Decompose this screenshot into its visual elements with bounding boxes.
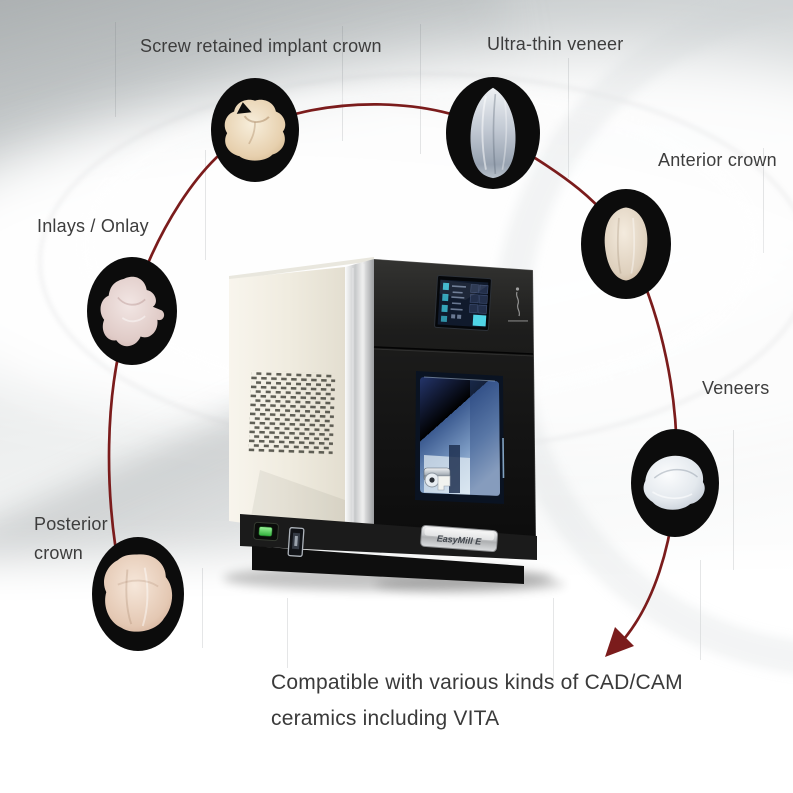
- milling-machine: EasyMill E: [223, 257, 565, 593]
- vent-grid: [248, 370, 336, 456]
- aluminum-edge-strip: [345, 259, 374, 544]
- screen-button: [440, 315, 448, 323]
- ultra-thin-veneer-image: [470, 87, 516, 179]
- backdrop-line: [553, 598, 554, 683]
- nameplate-label: EasyMill E: [436, 533, 482, 546]
- screen-button: [442, 293, 449, 302]
- base-lower: [252, 546, 524, 584]
- brand-logo-mark: [508, 287, 528, 322]
- screen-glare: [439, 279, 489, 301]
- front-right-highlight: [532, 269, 537, 542]
- anterior-crown-image: [604, 207, 648, 281]
- spindle-collet-center: [429, 477, 435, 483]
- machine-top-edge: [229, 257, 374, 280]
- screen-keypad: [469, 284, 489, 314]
- backdrop-line: [287, 598, 288, 668]
- caption-line-2: ceramics including VITA: [271, 707, 500, 730]
- front-top-highlight: [373, 258, 534, 271]
- power-button: [253, 521, 279, 542]
- veneers-image: [643, 455, 705, 510]
- coolant-fitting: [437, 475, 451, 491]
- backdrop-line: [342, 26, 343, 141]
- callout-anterior-crown: [581, 189, 671, 299]
- callout-label-inlays-onlay: Inlays / Onlay: [37, 216, 149, 236]
- arrowhead-icon: [605, 627, 634, 657]
- backdrop-line: [115, 22, 116, 117]
- power-led-green: [258, 526, 273, 537]
- backdrop-line: [763, 148, 764, 253]
- callout-label-anterior-crown: Anterior crown: [658, 150, 777, 170]
- milling-window: [415, 371, 505, 504]
- spindle-post: [449, 445, 460, 493]
- posterior-crown-image: [104, 554, 173, 632]
- screen-start-key: [472, 314, 487, 327]
- callout-veneers: [631, 429, 719, 537]
- glass-top-glint: [423, 376, 496, 382]
- caption-line-1: Compatible with various kinds of CAD/CAM: [271, 671, 683, 694]
- screen-text-rows: [450, 285, 467, 319]
- glass-edge-glint: [502, 437, 505, 479]
- implant-crown-image: [224, 99, 286, 161]
- callout-label-posterior-crown: Posterior crown: [34, 514, 108, 563]
- backdrop-line: [205, 150, 206, 260]
- callout-ultra-thin-veneer: [446, 77, 540, 189]
- backdrop-line: [733, 430, 734, 570]
- callout-inlays-onlay: [87, 257, 177, 365]
- callout-label-screw-retained-implant-crown: Screw retained implant crown: [140, 36, 382, 56]
- callout-label-ultra-thin-veneer: Ultra-thin veneer: [487, 34, 624, 54]
- screen-button: [442, 282, 450, 291]
- callout-posterior-crown: [92, 537, 184, 651]
- callout-screw-retained-implant-crown: [211, 78, 299, 182]
- glass-right-shade: [470, 380, 500, 496]
- machine-base: EasyMill E: [240, 514, 537, 584]
- nameplate: EasyMill E: [420, 524, 499, 553]
- callout-label-veneers: Veneers: [702, 378, 770, 398]
- inlay-onlay-image: [100, 276, 165, 347]
- front-seam: [373, 346, 534, 355]
- backdrop-line: [202, 568, 203, 648]
- touchscreen: [434, 275, 492, 331]
- screen-button: [441, 304, 448, 313]
- usb-port: [287, 527, 305, 557]
- backdrop-line: [700, 560, 701, 660]
- front-seam-light: [373, 348, 534, 357]
